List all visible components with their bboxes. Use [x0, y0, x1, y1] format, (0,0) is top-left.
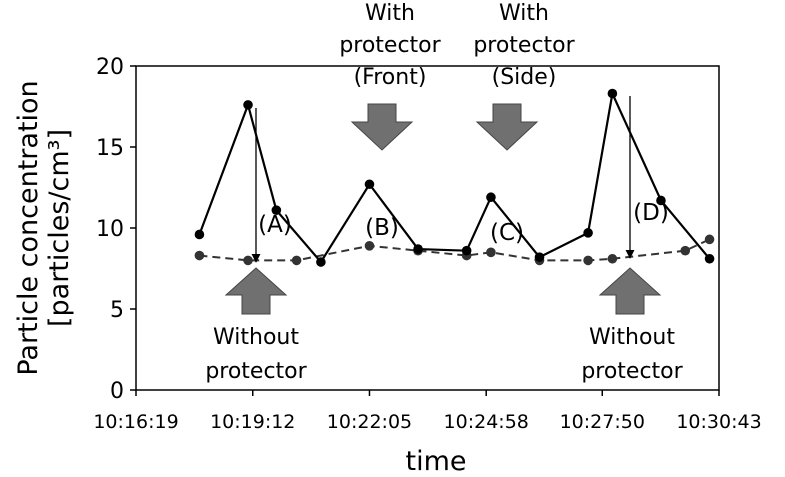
solid-series-point: [316, 257, 326, 267]
solid-series-point: [656, 195, 666, 206]
svg-text:protector: protector: [205, 359, 307, 384]
block-arrow-side: [475, 103, 539, 151]
solid-series-point: [534, 252, 545, 262]
y-tick-label: 20: [96, 55, 124, 80]
x-axis-label: time: [405, 446, 466, 477]
dashed-series-point: [704, 234, 715, 245]
y-tick-label: 10: [96, 217, 124, 242]
dashed-series-point: [486, 247, 496, 258]
annotation-without-protector-right: Without protector: [581, 325, 683, 384]
solid-series-point: [243, 100, 253, 110]
dashed-series-point: [680, 245, 691, 256]
label-b: (B): [365, 215, 399, 241]
svg-text:protector: protector: [581, 359, 683, 384]
solid-series-point: [364, 179, 375, 190]
dashed-series-point: [291, 255, 302, 266]
block-arrow-front: [350, 103, 414, 151]
block-arrow-without-right: [598, 267, 662, 315]
x-tick-label: 10:19:12: [210, 411, 295, 433]
annotation-with-protector-front: With protector (Front): [339, 1, 441, 90]
solid-series-point: [583, 228, 593, 238]
x-tick-label: 10:30:43: [676, 411, 761, 433]
y-axis-label-line1: Particle concentration: [13, 80, 44, 375]
solid-series-point: [413, 244, 423, 254]
solid-series-point: [607, 88, 618, 99]
series-measured: [194, 88, 715, 267]
svg-text:With: With: [499, 1, 549, 26]
x-tick-label: 10:16:19: [93, 411, 178, 433]
annotation-without-protector-left: Without protector: [205, 325, 307, 384]
solid-series-point: [194, 229, 205, 240]
dashed-series-point: [607, 253, 618, 264]
y-axis-label: Particle concentration [particles/cm³]: [13, 80, 75, 375]
label-a: (A): [258, 212, 292, 238]
y-tick-label: 0: [110, 379, 124, 404]
block-arrow-without-left: [224, 267, 288, 315]
dashed-series-point: [194, 250, 205, 261]
y-axis-label-line2: [particles/cm³]: [44, 129, 75, 327]
dashed-series-point: [583, 255, 593, 266]
svg-text:Without: Without: [213, 325, 299, 350]
solid-series-point: [486, 192, 496, 203]
solid-series-point: [704, 253, 715, 264]
annotation-with-protector-side: With protector (Side): [473, 1, 575, 90]
x-tick-label: 10:24:58: [444, 411, 529, 433]
dashed-series-point: [243, 255, 253, 266]
svg-text:With: With: [365, 1, 415, 26]
solid-series-point: [461, 245, 472, 256]
label-d: (D): [633, 200, 669, 226]
y-tick-label: 15: [96, 136, 124, 161]
x-axis-ticks: 10:16:19 10:19:12 10:22:05 10:24:58 10:27:50…: [93, 390, 762, 433]
solid-series-point: [271, 205, 282, 215]
svg-text:protector: protector: [473, 33, 575, 58]
svg-text:(Side): (Side): [492, 65, 557, 90]
y-tick-label: 5: [110, 298, 124, 323]
svg-text:(Front): (Front): [354, 65, 427, 90]
label-c: (C): [490, 220, 524, 246]
svg-text:Without: Without: [589, 325, 675, 350]
svg-text:protector: protector: [339, 33, 441, 58]
y-axis-ticks: 0 5 10 15 20: [96, 55, 136, 404]
dashed-series-point: [364, 241, 375, 251]
x-tick-label: 10:22:05: [327, 411, 412, 433]
x-tick-label: 10:27:50: [560, 411, 645, 433]
